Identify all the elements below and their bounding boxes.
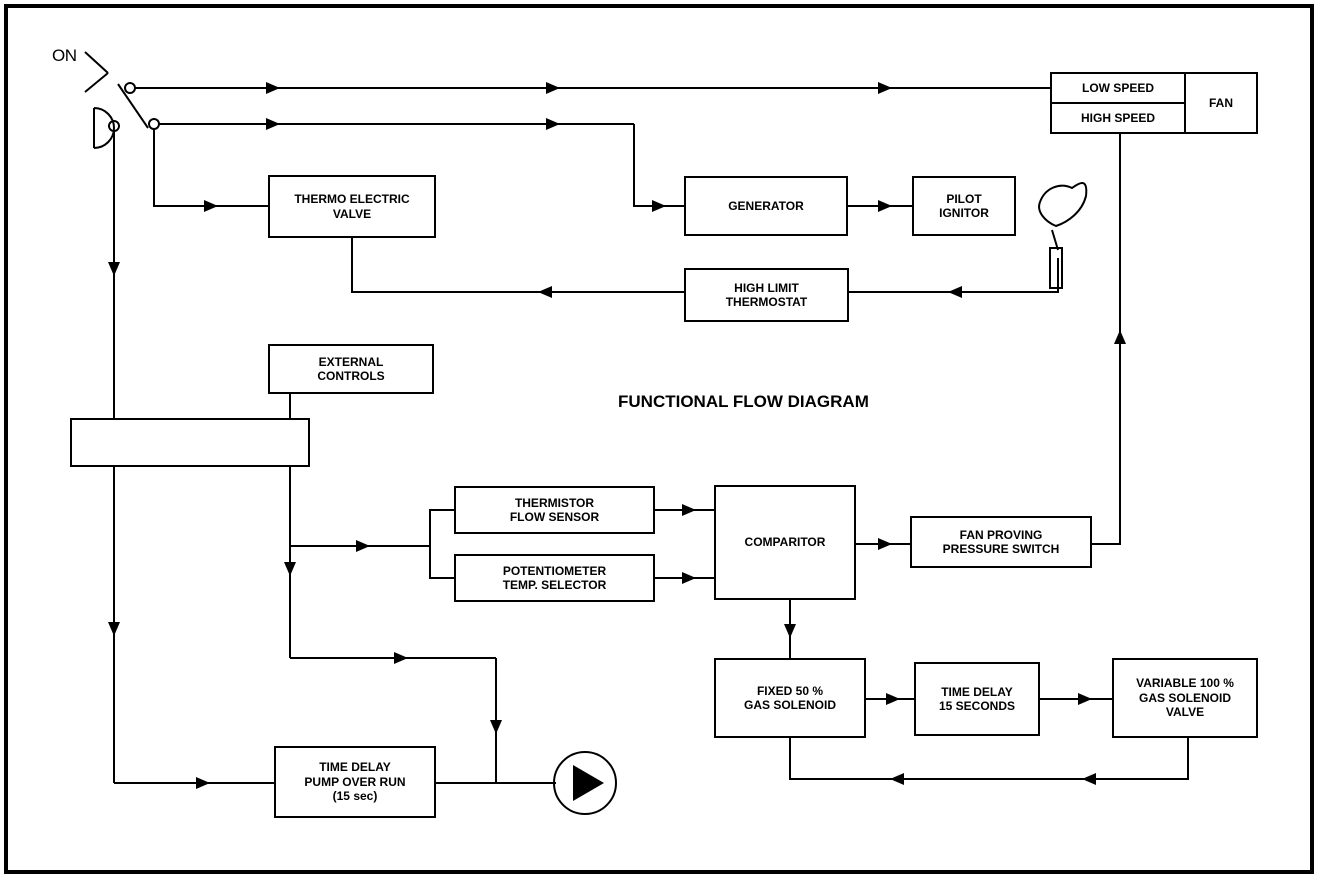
flame-outline <box>1038 182 1088 228</box>
fan-box: FAN <box>1184 72 1258 134</box>
fixed-gas-solenoid-box: FIXED 50 % GAS SOLENOID <box>714 658 866 738</box>
high-speed-box: HIGH SPEED <box>1050 102 1186 134</box>
switch-terminal-top <box>124 82 136 94</box>
pump-triangle-icon <box>573 765 604 801</box>
control-panel-box <box>70 418 310 467</box>
on-arrow-line <box>84 72 109 93</box>
pump-circle <box>553 751 617 815</box>
arrowheads <box>108 82 1126 801</box>
switch-terminal-right <box>148 118 160 130</box>
high-limit-thermostat-box: HIGH LIMIT THERMOSTAT <box>684 268 849 322</box>
potentiometer-temp-selector-box: POTENTIOMETER TEMP. SELECTOR <box>454 554 655 602</box>
fan-proving-pressure-switch-box: FAN PROVING PRESSURE SWITCH <box>910 516 1092 568</box>
comparitor-box: COMPARITOR <box>714 485 856 600</box>
diagram-title: FUNCTIONAL FLOW DIAGRAM <box>618 392 869 411</box>
on-label: ON <box>52 46 77 65</box>
thermo-electric-valve-box: THERMO ELECTRIC VALVE <box>268 175 436 238</box>
time-delay-15-seconds-box: TIME DELAY 15 SECONDS <box>914 662 1040 736</box>
switch-dial <box>93 107 115 149</box>
pilot-ignitor-box: PILOT IGNITOR <box>912 176 1016 236</box>
diagram-frame <box>4 4 1314 874</box>
external-controls-box: EXTERNAL CONTROLS <box>268 344 434 394</box>
time-delay-pump-over-run-box: TIME DELAY PUMP OVER RUN (15 sec) <box>274 746 436 818</box>
thermistor-flow-sensor-box: THERMISTOR FLOW SENSOR <box>454 486 655 534</box>
low-speed-box: LOW SPEED <box>1050 72 1186 104</box>
switch-blade <box>117 83 149 129</box>
on-arrow-line-upper <box>84 51 109 74</box>
generator-box: GENERATOR <box>684 176 848 236</box>
variable-gas-solenoid-valve-box: VARIABLE 100 % GAS SOLENOID VALVE <box>1112 658 1258 738</box>
